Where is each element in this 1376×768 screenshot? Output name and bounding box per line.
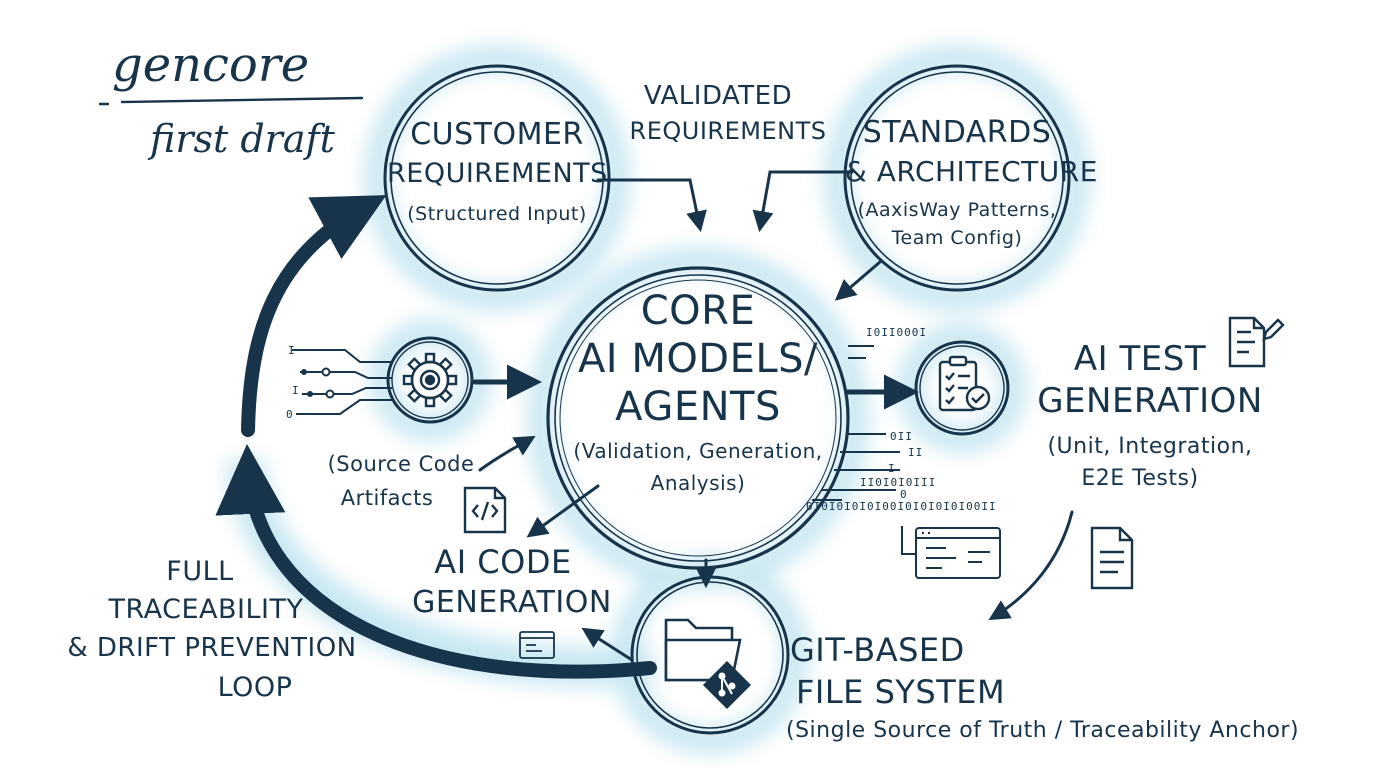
source-code-label-2: Artifacts — [340, 486, 434, 510]
loop-label-4: LOOP — [217, 672, 293, 703]
binary-text-9: I — [292, 384, 300, 397]
arrow-git-to-code — [581, 627, 634, 662]
binary-text-3: II — [908, 446, 924, 459]
binary-stream-lines — [812, 345, 900, 501]
standards-title-2: & ARCHITECTURE — [845, 155, 1098, 188]
gear-icon — [402, 352, 458, 408]
test-generation-title-2: GENERATION — [1037, 381, 1263, 421]
code-window-icon — [519, 631, 555, 659]
loop-arrow-upper — [241, 195, 387, 437]
loop-label-3: & DRIFT PREVENTION — [67, 633, 357, 663]
standards-architecture-circle — [843, 64, 1071, 292]
binary-text-1: I0II000I — [866, 326, 927, 339]
arrow-standards-to-core-diag — [834, 260, 882, 301]
core-subtitle-1: (Validation, Generation, — [573, 439, 823, 463]
binary-text-10: 0 — [286, 408, 294, 421]
source-code-label-1: (Source Code — [327, 452, 475, 476]
edge-label-validated: VALIDATED — [643, 81, 793, 111]
document-icon — [1090, 526, 1134, 590]
arrow-test-to-git — [988, 510, 1074, 621]
git-file-system-subtitle: (Single Source of Truth / Traceability A… — [786, 718, 1300, 743]
edge-label-requirements: REQUIREMENTS — [629, 117, 827, 145]
standards-subtitle-2: Team Config) — [891, 227, 1023, 249]
loop-arrow-lower — [215, 444, 657, 679]
standards-subtitle-1: (AaxisWay Patterns, — [857, 199, 1057, 221]
customer-requirements-title-1: CUSTOMER — [410, 117, 584, 152]
test-generation-subtitle-1: (Unit, Integration, — [1047, 434, 1253, 459]
loop-label-1: FULL — [166, 556, 234, 587]
binary-text-4: I — [888, 462, 896, 475]
git-file-system-title-2: FILE SYSTEM — [796, 673, 1006, 711]
binary-text-7: 0I0I0I0I0I00I0I0I0I0I00II — [806, 500, 997, 513]
binary-text-5: II0I0I0III — [860, 476, 937, 489]
binary-text-6: 0 — [900, 488, 908, 501]
customer-requirements-title-2: REQUIREMENTS — [387, 158, 608, 189]
terminal-window-icon — [901, 526, 1001, 579]
brand-underline — [98, 96, 364, 106]
circuit-traces — [292, 349, 392, 415]
loop-label-2: TRACEABILITY — [108, 594, 304, 625]
brand-name: gencore — [112, 37, 310, 93]
binary-text-2: 0II — [890, 430, 913, 443]
customer-requirements-subtitle: (Structured Input) — [407, 203, 587, 225]
core-subtitle-2: Analysis) — [650, 471, 746, 495]
brand-tagline: first draft — [150, 117, 335, 161]
test-generation-subtitle-2: E2E Tests) — [1081, 466, 1199, 491]
arrow-source-to-core — [478, 435, 536, 472]
traceability-loop-arrows — [215, 195, 657, 679]
standards-title-1: STANDARDS — [862, 115, 1052, 150]
git-file-system-title-1: GIT-BASED — [790, 631, 965, 669]
arrow-core-to-code — [526, 484, 600, 538]
code-generation-title-2: GENERATION — [412, 585, 612, 620]
customer-requirements-circle — [383, 64, 611, 292]
flow-arrows — [472, 170, 1074, 662]
source-gear-circle — [386, 336, 474, 424]
test-document-icon — [1228, 316, 1285, 368]
checklist-icon — [938, 355, 991, 412]
arrow-customer-to-core — [596, 178, 707, 233]
code-file-icon — [463, 486, 507, 534]
core-title-3: AGENTS — [615, 384, 781, 430]
code-generation-title-1: AI CODE — [434, 543, 572, 581]
binary-text-8: I — [288, 344, 296, 357]
git-icon — [702, 660, 752, 710]
core-title-1: CORE — [640, 288, 756, 334]
test-generation-title-1: AI TEST — [1073, 339, 1207, 379]
arrow-standards-to-core — [752, 170, 854, 233]
core-title-2: AI MODELS/ — [577, 336, 819, 382]
